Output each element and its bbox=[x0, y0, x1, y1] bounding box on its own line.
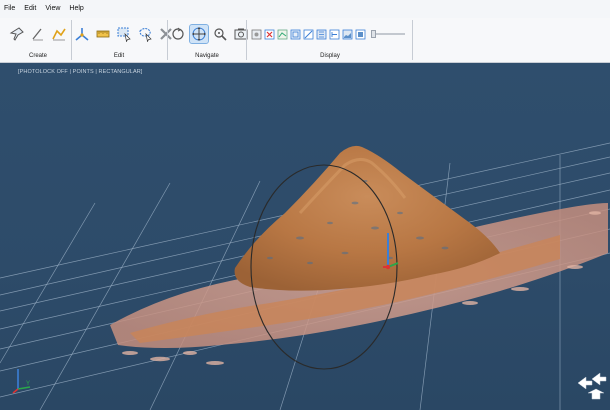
svg-text:Y: Y bbox=[26, 381, 30, 387]
ribbon-toolbar: Create Edit bbox=[0, 18, 610, 63]
display-slider-thumb[interactable] bbox=[371, 30, 376, 38]
menu-file[interactable]: File bbox=[4, 5, 16, 12]
pivot-icon[interactable] bbox=[211, 25, 229, 43]
display-slider[interactable] bbox=[371, 30, 405, 38]
edit-group: Edit bbox=[73, 18, 172, 62]
toolbar-separator bbox=[246, 20, 247, 60]
display-4-icon[interactable] bbox=[290, 29, 301, 40]
display-slider-track bbox=[371, 33, 405, 35]
orbit-gizmo-circle[interactable] bbox=[250, 164, 398, 370]
menu-view[interactable]: View bbox=[45, 5, 61, 12]
display-group-label: Display bbox=[320, 53, 340, 59]
create-group-label: Create bbox=[28, 53, 47, 59]
measure-icon[interactable] bbox=[94, 25, 112, 43]
orbit-icon[interactable] bbox=[189, 24, 209, 44]
viewport-status-text: [PHOTOLOCK OFF | POINTS | RECTANGULAR] bbox=[18, 69, 143, 75]
pin-icon[interactable] bbox=[8, 25, 26, 43]
edit-group-label: Edit bbox=[113, 53, 125, 59]
line-icon[interactable] bbox=[29, 25, 47, 43]
display-5-icon[interactable] bbox=[303, 29, 314, 40]
menu-bar: File Edit View Help bbox=[0, 0, 610, 18]
toolbar-separator bbox=[167, 20, 168, 60]
pivot-axes-gizmo bbox=[383, 233, 399, 270]
display-1-icon[interactable] bbox=[251, 29, 262, 40]
navigate-group: Navigate bbox=[169, 18, 248, 62]
point-cloud-mound bbox=[234, 145, 501, 291]
axis-icon[interactable] bbox=[73, 25, 91, 43]
display-3-icon[interactable] bbox=[277, 29, 288, 40]
display-7-icon[interactable] bbox=[329, 29, 340, 40]
rotate-icon[interactable] bbox=[169, 25, 187, 43]
display-8-icon[interactable] bbox=[342, 29, 353, 40]
menu-edit[interactable]: Edit bbox=[24, 5, 37, 12]
3d-viewport[interactable]: Y [PHOTOLOCK OFF | POINTS | RECTANGULAR] bbox=[0, 63, 610, 410]
toolbar-separator bbox=[71, 20, 72, 60]
delete-icon[interactable] bbox=[157, 25, 175, 43]
display-6-icon[interactable] bbox=[316, 29, 327, 40]
axis-indicator-icon: Y bbox=[12, 369, 31, 394]
camera-icon[interactable] bbox=[232, 25, 250, 43]
lasso-icon[interactable] bbox=[136, 25, 154, 43]
polyline-icon[interactable] bbox=[50, 25, 68, 43]
toolbar-separator bbox=[412, 20, 413, 60]
menu-help[interactable]: Help bbox=[69, 5, 84, 12]
navigate-group-label: Navigate bbox=[195, 53, 219, 59]
scene-canvas[interactable]: Y bbox=[0, 63, 610, 410]
point-cloud-fragments bbox=[122, 211, 601, 365]
display-group: Display bbox=[249, 18, 411, 62]
display-2-icon[interactable] bbox=[264, 29, 275, 40]
select-region-icon[interactable] bbox=[115, 25, 133, 43]
navigation-arrows-icon[interactable] bbox=[577, 372, 607, 400]
display-9-icon[interactable] bbox=[355, 29, 366, 40]
create-group: Create bbox=[6, 18, 70, 62]
